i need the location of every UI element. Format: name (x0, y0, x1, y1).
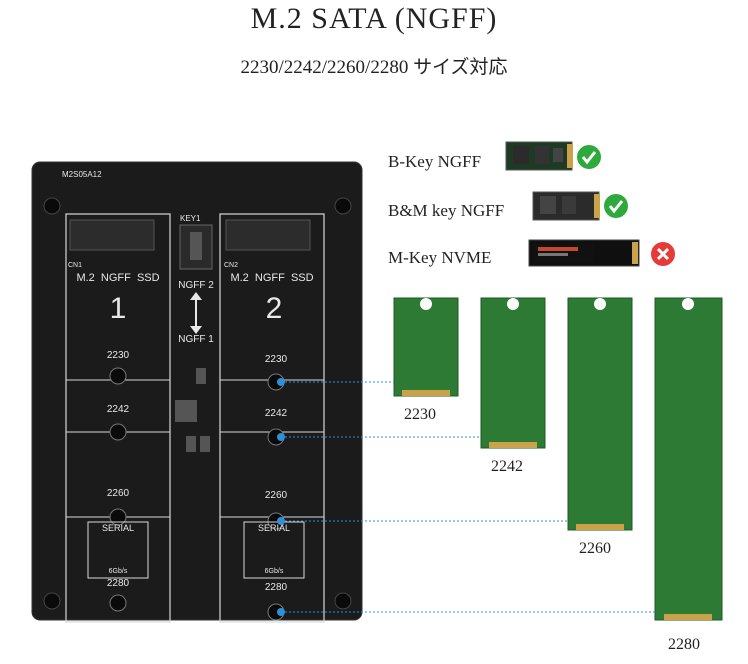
slot2-serial-label: SERIAL (257, 523, 290, 533)
card-2280 (654, 297, 723, 621)
card-label-2230: 2230 (404, 406, 436, 423)
card-2242 (480, 297, 546, 449)
card-label-2260: 2260 (579, 540, 611, 557)
compat-label-bmkey: B&M key NGFF (388, 201, 505, 220)
bmkey-ssd-image (532, 191, 600, 221)
slot2-length-2260: 2260 (264, 490, 288, 501)
card-2260 (567, 297, 633, 531)
slot1-serial-label: SERIAL (101, 523, 134, 533)
card-label-2242: 2242 (491, 458, 523, 475)
slot2-header: M.2 NGFF SSD (230, 272, 314, 284)
compat-label-mkey: M-Key NVME (388, 248, 492, 267)
board-model: M2S05A12 (62, 170, 102, 179)
slot2-serial-speed: 6Gb/s (264, 568, 284, 575)
card-label-2280: 2280 (668, 636, 700, 653)
switch-bottom-label: NGFF 1 (178, 334, 214, 345)
slot1-cn: CN1 (68, 262, 83, 269)
slot2-length-2280: 2280 (264, 582, 288, 593)
card-2230 (393, 297, 459, 397)
check-icon (577, 145, 601, 169)
slot1-number: 1 (109, 292, 127, 325)
slot1-length-2230: 2230 (106, 350, 130, 361)
slot2-length-2242: 2242 (264, 408, 288, 419)
slot2-cn: CN2 (224, 262, 239, 269)
slot2-length-2230: 2230 (264, 354, 288, 365)
slot1-length-2260: 2260 (106, 488, 130, 499)
switch-top-label: NGFF 2 (178, 280, 214, 291)
slot1-serial-speed: 6Gb/s (108, 568, 128, 575)
slot1-length-2280: 2280 (106, 578, 130, 589)
page-subtitle: 2230/2242/2260/2280 サイズ対応 (240, 57, 508, 78)
slot2-number: 2 (265, 292, 283, 325)
mkey-ssd-image (528, 239, 640, 267)
slot1-length-2242: 2242 (106, 404, 130, 415)
cross-icon (651, 242, 675, 266)
page-title: M.2 SATA (NGFF) (250, 2, 498, 35)
check-icon (604, 194, 628, 218)
slot1-header: M.2 NGFF SSD (76, 272, 160, 284)
compat-label-bkey: B-Key NGFF (388, 152, 482, 171)
key-label: KEY1 (180, 214, 201, 223)
bkey-ssd-image (505, 141, 573, 171)
